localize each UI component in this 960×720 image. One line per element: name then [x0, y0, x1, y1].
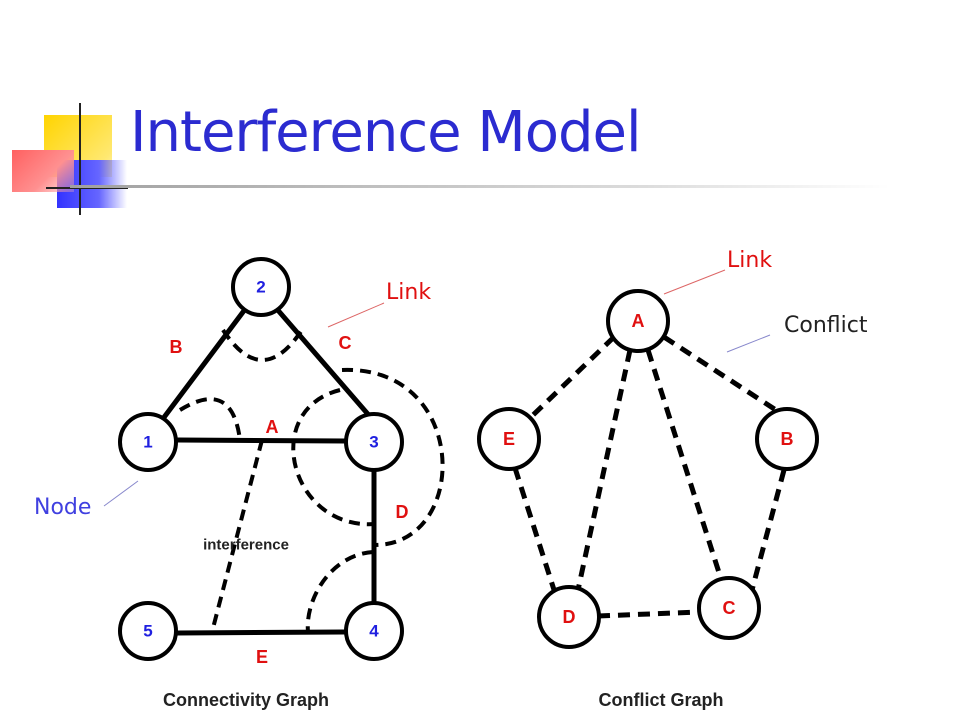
- leader-node: [103, 480, 139, 507]
- fg-node-circle-a: [606, 289, 670, 353]
- cg-node-label-4: 4: [369, 622, 379, 641]
- conflict-edge-a-b: [662, 334, 784, 417]
- conflict-edge-a-c: [645, 349, 725, 583]
- conflict-edge-d-c: [597, 609, 701, 619]
- fg-node-circle-e: [477, 407, 541, 471]
- interference-line-a-e: [210, 439, 264, 633]
- interference-arc-ba: [178, 397, 242, 441]
- cg-node-label-3: 3: [369, 433, 378, 452]
- callout-link-left: Link: [386, 280, 432, 305]
- conflict-edge-a-d: [575, 349, 633, 591]
- callout-node: Node: [34, 495, 92, 520]
- cg-node-circle-5: [118, 601, 178, 661]
- fg-node-circle-d: [537, 585, 601, 649]
- cg-edge-label-b: B: [170, 337, 183, 357]
- leader-conflict: [726, 334, 771, 353]
- leader-link-right: [663, 269, 726, 295]
- conflict-edge-b-c: [749, 469, 787, 591]
- decor-vertical-line: [79, 103, 81, 215]
- cg-node-circle-1: [118, 412, 178, 472]
- interference-arc-a-d: [291, 388, 376, 527]
- cg-edge-label-a: A: [266, 417, 279, 437]
- slide-title: Interference Model: [130, 100, 642, 165]
- cg-interference-label: interference: [203, 537, 289, 554]
- decor-red-square: [12, 150, 74, 192]
- interference-arc-bc: [221, 328, 304, 362]
- conflict-edge-a-e: [529, 335, 616, 419]
- cg-node-circle-3: [344, 412, 404, 472]
- interference-arc-c-d: [341, 367, 445, 547]
- cg-node-label-5: 5: [143, 622, 152, 641]
- link-c: [273, 305, 376, 423]
- link-b: [159, 305, 249, 423]
- fg-caption: Conflict Graph: [599, 690, 724, 710]
- cg-caption: Connectivity Graph: [163, 690, 329, 710]
- fg-node-label-d: D: [563, 607, 576, 627]
- conflict-edge-e-d: [512, 467, 558, 594]
- cg-node-circle-2: [231, 257, 291, 317]
- leader-link-left: [327, 302, 385, 328]
- cg-node-label-1: 1: [143, 433, 152, 452]
- cg-edge-label-c: C: [339, 333, 352, 353]
- callout-conflict: Conflict: [784, 313, 868, 338]
- cg-node-label-2: 2: [256, 278, 265, 297]
- fg-node-circle-b: [755, 407, 819, 471]
- cg-edge-label-d: D: [396, 502, 409, 522]
- cg-node-circle-4: [344, 601, 404, 661]
- connectivity-graph: 2 1 3 4 5 B C A D E interference Connect…: [118, 257, 445, 710]
- fg-node-label-c: C: [723, 598, 736, 618]
- conflict-graph: A E B D C Conflict Graph: [477, 289, 819, 710]
- interference-arc-d-e: [305, 550, 374, 633]
- decor-horizontal-line: [46, 187, 128, 189]
- fg-node-circle-c: [697, 576, 761, 640]
- fg-node-label-e: E: [503, 429, 515, 449]
- title-rule: [70, 185, 890, 188]
- fg-node-label-b: B: [781, 429, 794, 449]
- link-a: [175, 437, 348, 444]
- fg-node-label-a: A: [632, 311, 645, 331]
- callout-link-right: Link: [727, 248, 773, 273]
- cg-edge-label-e: E: [256, 647, 268, 667]
- link-e: [174, 629, 347, 636]
